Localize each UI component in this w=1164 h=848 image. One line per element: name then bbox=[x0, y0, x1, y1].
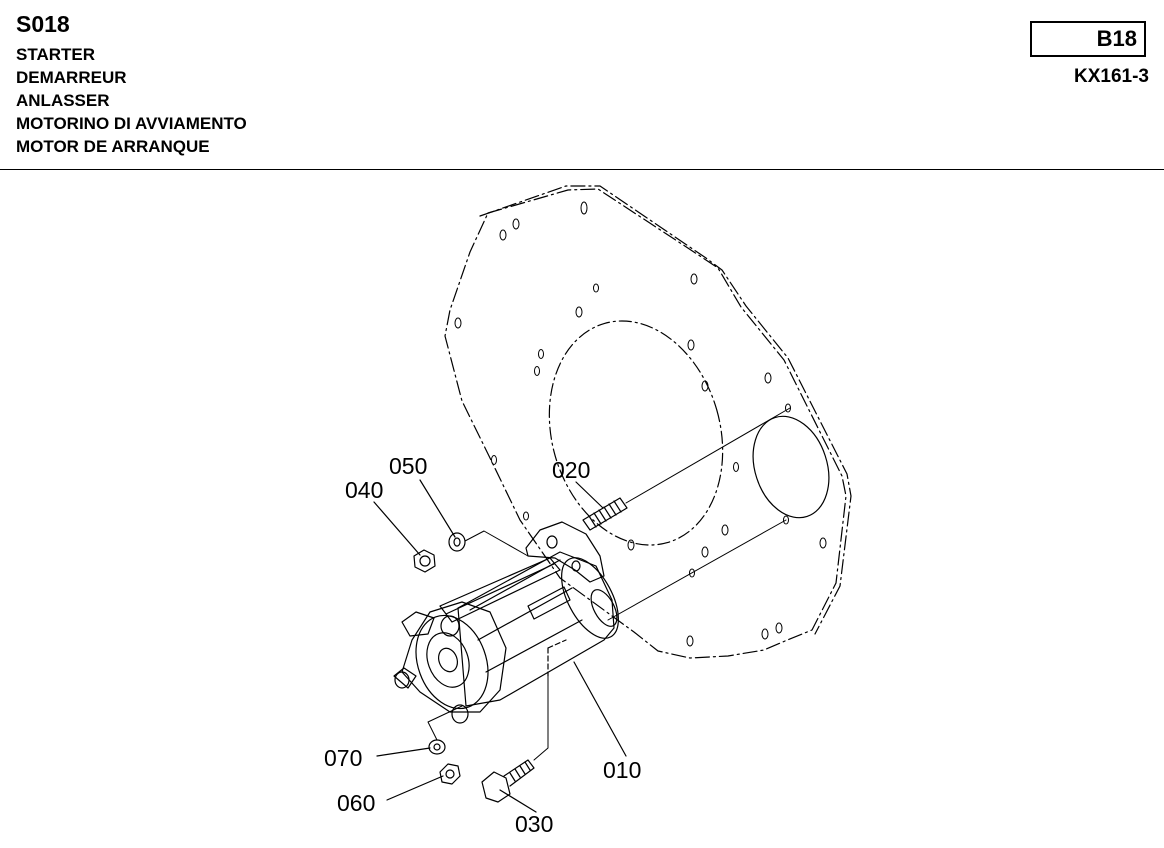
housing-inner-bore bbox=[548, 320, 724, 546]
label-060: 060 bbox=[337, 790, 375, 816]
nut-060 bbox=[439, 763, 461, 785]
starter-mount-hole bbox=[752, 415, 830, 519]
title-it: MOTORINO DI AVVIAMENTO bbox=[16, 114, 247, 133]
header-divider bbox=[0, 169, 1164, 170]
title-en: STARTER bbox=[16, 45, 96, 64]
part-labels: 050 040 020 070 060 010 030 bbox=[324, 453, 641, 837]
starter-motor-010 bbox=[393, 521, 619, 724]
section-code: B18 bbox=[1096, 26, 1137, 51]
title-de: ANLASSER bbox=[16, 91, 110, 110]
model-code: KX161-3 bbox=[1074, 66, 1149, 87]
section-badge: B18 bbox=[1030, 21, 1146, 57]
title-es: MOTOR DE ARRANQUE bbox=[16, 137, 210, 156]
flywheel-housing-plate bbox=[444, 185, 852, 659]
stud-020 bbox=[582, 497, 628, 531]
label-070: 070 bbox=[324, 745, 362, 771]
label-050: 050 bbox=[389, 453, 427, 479]
washer-070 bbox=[427, 705, 463, 755]
washer-050 bbox=[448, 532, 466, 552]
label-020: 020 bbox=[552, 457, 590, 483]
title-fr: DEMARREUR bbox=[16, 68, 127, 87]
label-010: 010 bbox=[603, 757, 641, 783]
leader-lines bbox=[373, 479, 627, 813]
nut-040 bbox=[413, 549, 436, 573]
bolt-030 bbox=[481, 675, 549, 803]
label-040: 040 bbox=[345, 477, 383, 503]
assembly-lines bbox=[607, 407, 791, 621]
label-030: 030 bbox=[515, 811, 553, 837]
page-code: S018 bbox=[16, 11, 70, 37]
part-title-list: STARTER DEMARREUR ANLASSER MOTORINO DI A… bbox=[16, 43, 247, 158]
